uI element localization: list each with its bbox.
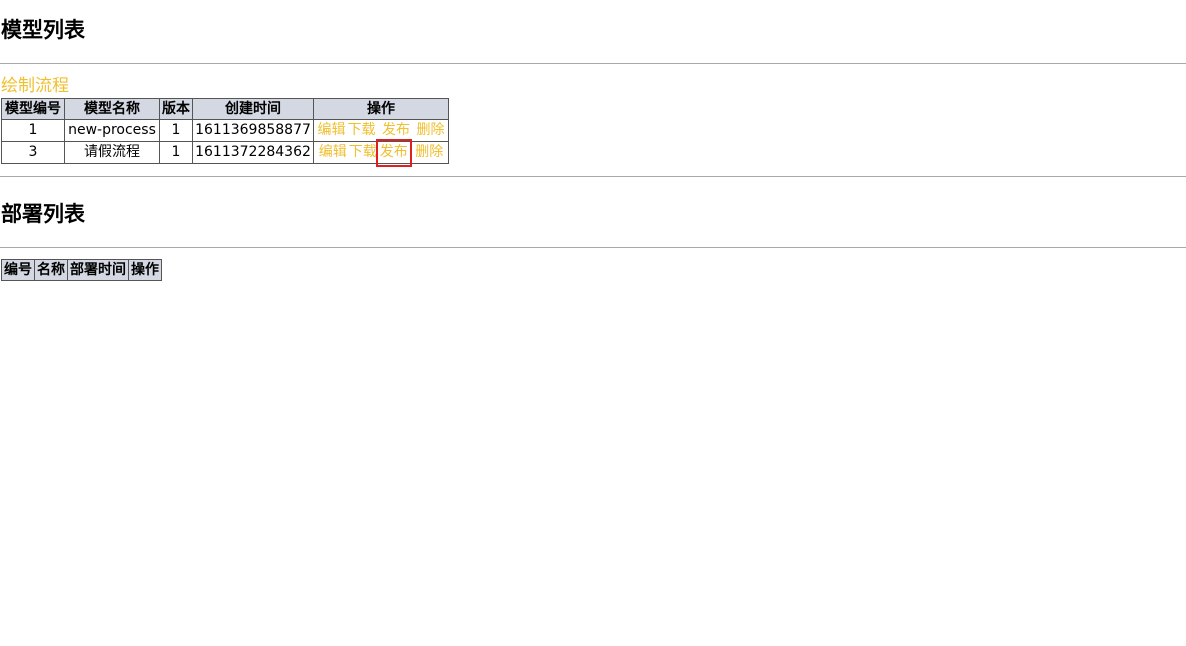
divider	[0, 176, 1186, 177]
download-link[interactable]: 下载	[347, 122, 376, 138]
cell-created-time: 1611372284362	[192, 141, 314, 164]
column-header-name: 名称	[34, 259, 68, 281]
column-header-actions: 操作	[128, 259, 162, 281]
deploy-list-title: 部署列表	[1, 202, 85, 226]
model-list-title: 模型列表	[1, 18, 85, 42]
draw-process-link[interactable]: 绘制流程	[1, 76, 69, 96]
column-header-id: 编号	[1, 259, 35, 281]
table-header-row: 模型编号 模型名称 版本 创建时间 操作	[1, 98, 449, 120]
table-header-row: 编号 名称 部署时间 操作	[1, 259, 162, 281]
model-table: 模型编号 模型名称 版本 创建时间 操作 1 new-process 1 161…	[1, 98, 449, 167]
delete-link[interactable]: 删除	[415, 144, 444, 160]
column-header-deploy-time: 部署时间	[67, 259, 129, 281]
cell-version: 1	[159, 119, 193, 142]
column-header-model-id: 模型编号	[1, 98, 65, 120]
divider	[0, 63, 1186, 64]
column-header-model-name: 模型名称	[64, 98, 160, 120]
divider	[0, 247, 1186, 248]
column-header-actions: 操作	[313, 98, 449, 120]
publish-link-highlighted[interactable]: 发布	[375, 139, 412, 167]
edit-link[interactable]: 编辑	[317, 122, 346, 138]
cell-actions: 编辑下载发布 删除	[313, 139, 449, 167]
column-header-created-time: 创建时间	[192, 98, 314, 120]
cell-model-name: new-process	[64, 119, 160, 142]
delete-link[interactable]: 删除	[416, 122, 445, 138]
deploy-table: 编号 名称 部署时间 操作	[1, 259, 162, 281]
cell-version: 1	[159, 141, 193, 164]
cell-actions: 编辑下载 发布 删除	[313, 119, 449, 142]
table-row: 1 new-process 1 1611369858877 编辑下载 发布 删除	[1, 119, 449, 142]
edit-link[interactable]: 编辑	[318, 144, 347, 160]
cell-created-time: 1611369858877	[192, 119, 314, 142]
table-row: 3 请假流程 1 1611372284362 编辑下载发布 删除	[1, 139, 449, 167]
cell-model-id: 1	[1, 119, 65, 142]
cell-model-name: 请假流程	[64, 141, 160, 164]
publish-link[interactable]: 发布	[382, 122, 410, 138]
column-header-version: 版本	[159, 98, 193, 120]
download-link[interactable]: 下载	[348, 144, 377, 160]
cell-model-id: 3	[1, 141, 65, 164]
